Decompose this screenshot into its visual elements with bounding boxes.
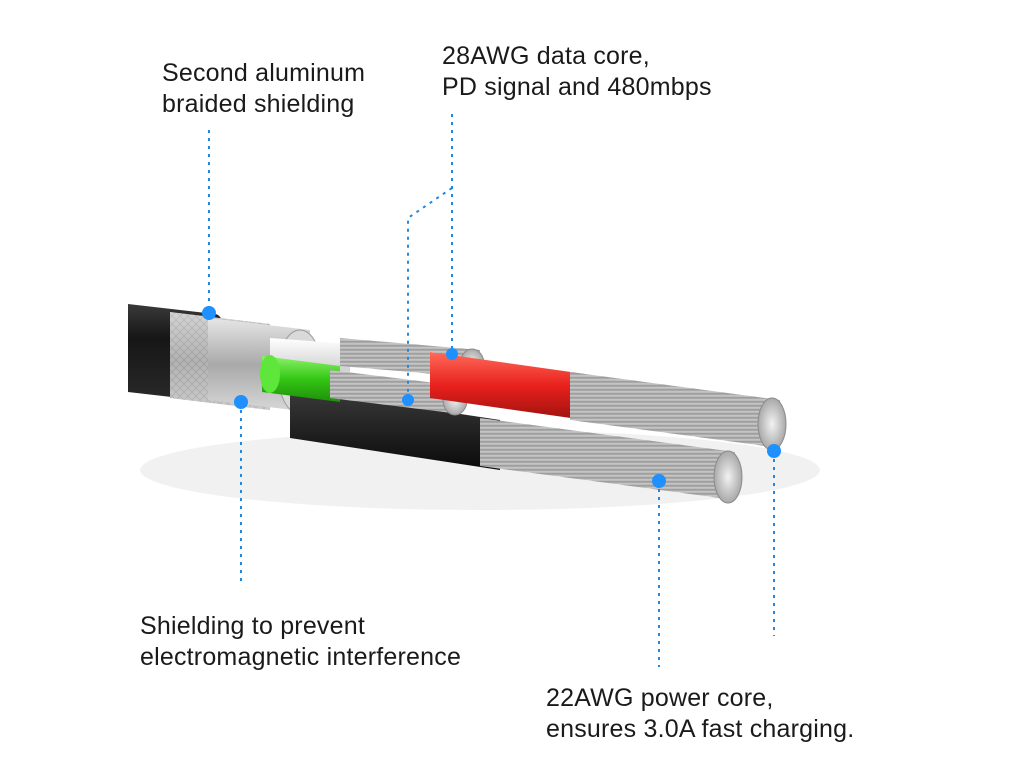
dot-emi-shielding bbox=[234, 395, 248, 409]
label-power-core: 22AWG power core, ensures 3.0A fast char… bbox=[546, 683, 854, 745]
dot-data-core bbox=[446, 348, 458, 360]
red-power-wire bbox=[430, 352, 787, 451]
label-second-shielding-line1: Second aluminum bbox=[162, 59, 366, 87]
dot-second-shielding bbox=[202, 306, 216, 320]
label-second-shielding: Second aluminum braided shielding bbox=[162, 58, 365, 120]
leader-lines bbox=[208, 114, 775, 667]
black-power-wire bbox=[290, 388, 743, 504]
label-data-core: 28AWG data core, PD signal and 480mbps bbox=[442, 41, 712, 103]
label-second-shielding-line2: braided shielding bbox=[162, 90, 355, 118]
anchor-dots bbox=[202, 306, 781, 488]
dot-data-core-2 bbox=[402, 394, 414, 406]
label-power-core-line2: ensures 3.0A fast charging. bbox=[546, 715, 855, 743]
label-data-core-line2: PD signal and 480mbps bbox=[442, 73, 712, 101]
label-emi-shielding-line1: Shielding to prevent bbox=[140, 612, 365, 640]
label-power-core-line1: 22AWG power core, bbox=[546, 684, 774, 712]
leader-data-core-branch bbox=[407, 187, 453, 400]
dot-power-core-2 bbox=[767, 444, 781, 458]
dot-power-core-1 bbox=[652, 474, 666, 488]
label-data-core-line1: 28AWG data core, bbox=[442, 42, 650, 70]
label-emi-shielding-line2: electromagnetic interference bbox=[140, 643, 462, 671]
label-emi-shielding: Shielding to prevent electromagnetic int… bbox=[140, 611, 461, 673]
